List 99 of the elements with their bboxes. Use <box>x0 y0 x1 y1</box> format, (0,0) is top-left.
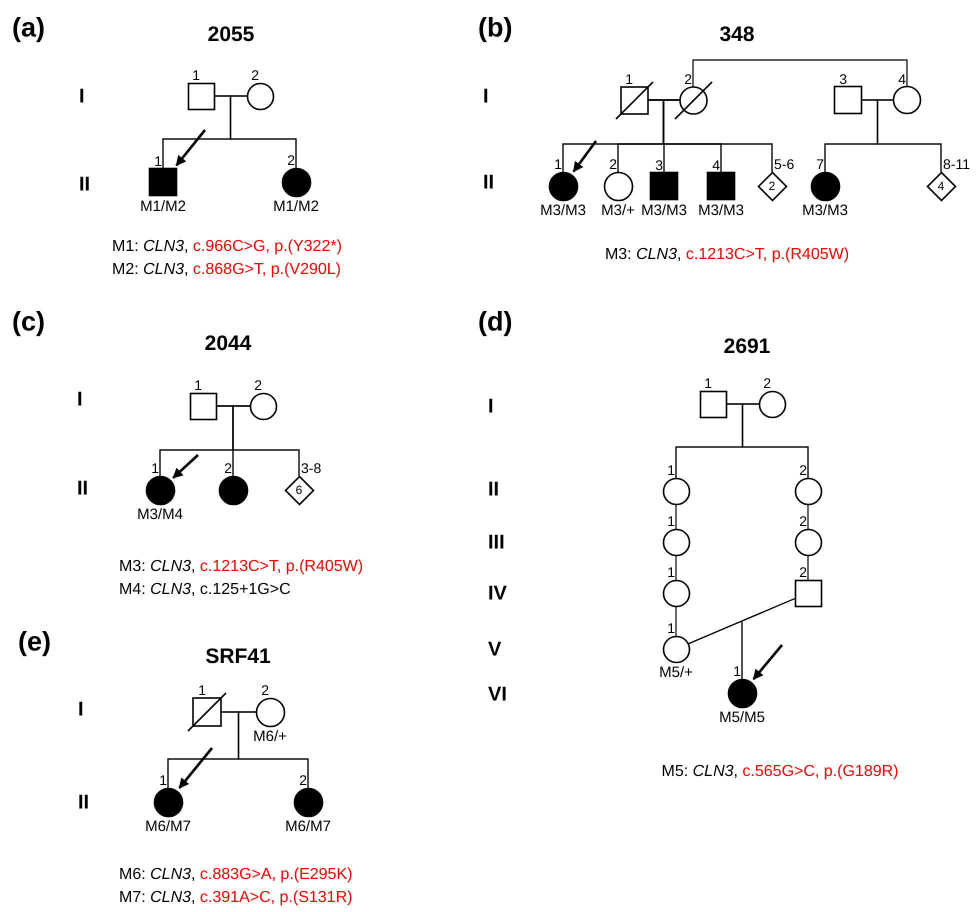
genotype-label: M3/+ <box>601 203 635 218</box>
variant-note: M7: CLN3, c.391A>C, p.(S131R) <box>119 889 352 907</box>
individual-number: 1 <box>159 773 167 787</box>
generation-label: I <box>488 396 494 418</box>
descent-line <box>675 504 677 529</box>
genotype-label: M5/M5 <box>719 710 765 725</box>
genotype-label: M3/M4 <box>137 507 183 522</box>
individual-number: 1 <box>667 621 675 635</box>
descent-line <box>675 555 677 580</box>
individual-number: 1 <box>192 68 200 82</box>
generation-label: I <box>79 86 85 108</box>
individual-number: 1 <box>151 461 159 475</box>
generation-label: VI <box>488 684 507 706</box>
individual-number: 4 <box>712 158 720 172</box>
genotype-label: M6/M7 <box>285 819 331 834</box>
individual-number: 2 <box>254 378 262 392</box>
sibling-count: 4 <box>938 179 944 193</box>
genotype-label: M5/+ <box>659 665 693 680</box>
descent-line <box>675 606 677 636</box>
generation-label: II <box>483 172 494 194</box>
genotype-label: M6/M7 <box>145 819 191 834</box>
generation-label: II <box>78 792 90 814</box>
proband-arrow <box>178 747 213 789</box>
proband-arrow <box>752 644 783 680</box>
individual-number: 1 <box>194 378 202 392</box>
family-id: 348 <box>719 23 755 47</box>
individual-number: 2 <box>299 773 307 787</box>
family-id: SRF41 <box>205 645 271 669</box>
family-id: 2691 <box>724 335 770 359</box>
descent-line <box>807 504 809 529</box>
generation-label: IV <box>488 582 507 606</box>
generation-label: III <box>488 532 505 554</box>
family-id: 2044 <box>204 332 252 356</box>
individual-number: 4 <box>898 72 906 86</box>
variant-note: M3: CLN3, c.1213C>T, p.(R405W) <box>604 246 850 264</box>
descent-line <box>238 711 309 788</box>
individual-number: 5-6 <box>774 157 794 171</box>
genotype-label: M3/M3 <box>802 203 848 218</box>
descent-line <box>230 95 297 168</box>
individual-number: 2 <box>251 68 259 82</box>
variant-note: M2: CLN3, c.868G>T, p.(V290L) <box>112 261 342 279</box>
proband-arrow <box>172 454 199 479</box>
generation-label: II <box>79 174 90 196</box>
individual-number: 1 <box>667 463 675 477</box>
individual-number: 3 <box>839 72 847 86</box>
panel-letter: (c) <box>12 306 45 338</box>
individual-number: 2 <box>763 376 771 390</box>
sibling-count: 6 <box>296 483 302 497</box>
individual-number: 8-11 <box>943 157 970 171</box>
proband-arrow <box>175 129 206 166</box>
individual-number: 1 <box>667 514 675 528</box>
generation-label: II <box>488 478 500 502</box>
variant-note: M6: CLN3, c.883G>A, p.(E295K) <box>119 866 352 884</box>
genotype-label: M3/M3 <box>540 203 586 218</box>
descent-line <box>807 555 809 580</box>
panel-letter: (d) <box>478 306 512 338</box>
generation-label: I <box>78 698 84 722</box>
individual-number: 2 <box>684 72 692 86</box>
sibling-line <box>692 59 908 86</box>
generation-label: I <box>483 86 489 108</box>
variant-note: M5: CLN3, c.565G>C, p.(G189R) <box>662 763 898 781</box>
individual-number: 3 <box>655 158 663 172</box>
individual-number: 3-8 <box>301 461 322 475</box>
descent-line <box>876 99 942 172</box>
individual-number: 2 <box>799 514 807 528</box>
individual-number: 1 <box>733 664 741 678</box>
genotype-label: M3/M3 <box>698 202 744 218</box>
generation-label: I <box>77 388 83 412</box>
genotype-label: M3/M3 <box>641 202 687 218</box>
individual-number: 1 <box>625 72 633 86</box>
individual-number: 2 <box>799 565 807 579</box>
individual-number: 1 <box>667 565 675 579</box>
individual-number: 2 <box>799 463 807 477</box>
panel-letter: (b) <box>478 12 512 44</box>
genotype-label: M6/+ <box>253 729 287 744</box>
variant-note: M4: CLN3, c.125+1G>C <box>119 581 291 599</box>
proband-arrow <box>572 140 598 172</box>
variant-note: M1: CLN3, c.966C>G, p.(Y322*) <box>112 238 342 256</box>
individual-number: 1 <box>198 683 206 697</box>
genotype-label: M1/M2 <box>273 199 319 214</box>
individual-number: 2 <box>609 157 617 171</box>
sibling-count: 2 <box>768 179 776 193</box>
individual-number: 1 <box>704 376 712 390</box>
individual-number: 1 <box>154 154 162 168</box>
individual-number: 1 <box>554 157 562 171</box>
individual-number: 2 <box>287 153 295 167</box>
individual-number: 7 <box>816 157 824 171</box>
individual-number: 2 <box>224 461 232 475</box>
descent-line <box>740 598 796 679</box>
panel-letter: (e) <box>18 626 51 658</box>
descent-line <box>232 405 300 476</box>
panel-letter: (a) <box>12 12 45 44</box>
individual-number: 2 <box>261 683 269 697</box>
variant-note: M3: CLN3, c.1213C>T, p.(R405W) <box>119 558 364 576</box>
family-id: 2055 <box>208 23 254 47</box>
generation-label: V <box>488 638 502 662</box>
genotype-label: M1/M2 <box>140 198 186 214</box>
descent-line <box>742 403 809 478</box>
generation-label: II <box>77 478 88 500</box>
